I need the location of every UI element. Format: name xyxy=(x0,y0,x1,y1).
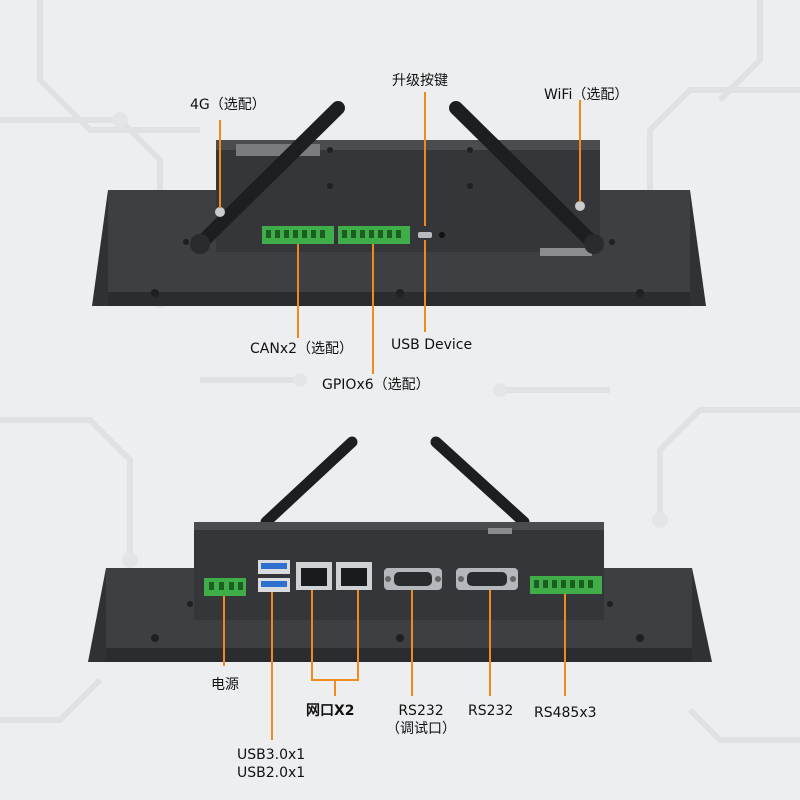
top-antenna-right xyxy=(449,101,604,254)
rs232-debug-port xyxy=(384,568,442,590)
bottom-antenna-left xyxy=(260,436,358,528)
usb-label: USB3.0x1 USB2.0x1 xyxy=(237,746,305,782)
rs485-terminal xyxy=(530,576,602,594)
rs232-port xyxy=(456,568,518,590)
power-terminal xyxy=(204,578,246,596)
bottom-antenna-right xyxy=(430,436,530,528)
bottom-device-view xyxy=(88,436,712,740)
upgrade-button xyxy=(439,232,445,238)
rs232-label: RS232 xyxy=(468,703,514,719)
gpio-terminal-block xyxy=(338,226,410,244)
rs232-debug-label-line1: RS232 xyxy=(398,703,444,719)
usb-ports xyxy=(258,560,290,592)
usb-label-line2: USB2.0x1 xyxy=(237,765,306,781)
power-label: 电源 xyxy=(211,677,239,693)
can-terminal-block xyxy=(262,226,334,244)
top-leader-lines xyxy=(219,92,581,374)
rs232-debug-label-line2: （调试口） xyxy=(386,721,456,737)
ethernet-ports xyxy=(296,562,372,590)
upgrade-button-label: 升级按键 xyxy=(392,73,448,89)
ethernet-label: 网口X2 xyxy=(306,703,355,719)
wifi-label: WiFi（选配） xyxy=(544,87,629,103)
bottom-leader-lines xyxy=(223,590,566,740)
bottom-screws xyxy=(151,601,644,642)
rs232-debug-label: RS232 （调试口） xyxy=(386,702,456,738)
can-label: CANx2（选配） xyxy=(250,341,354,357)
usb-label-line1: USB3.0x1 xyxy=(237,747,306,763)
top-antenna-left xyxy=(190,101,345,254)
gpio-label: GPIOx6（选配） xyxy=(322,377,430,393)
rs485-label: RS485x3 xyxy=(534,705,597,721)
top-device-view xyxy=(92,92,706,374)
4g-label: 4G（选配） xyxy=(190,97,266,113)
usb-device-port xyxy=(418,232,432,238)
usb-device-label: USB Device xyxy=(391,337,473,353)
top-screws xyxy=(151,147,644,297)
